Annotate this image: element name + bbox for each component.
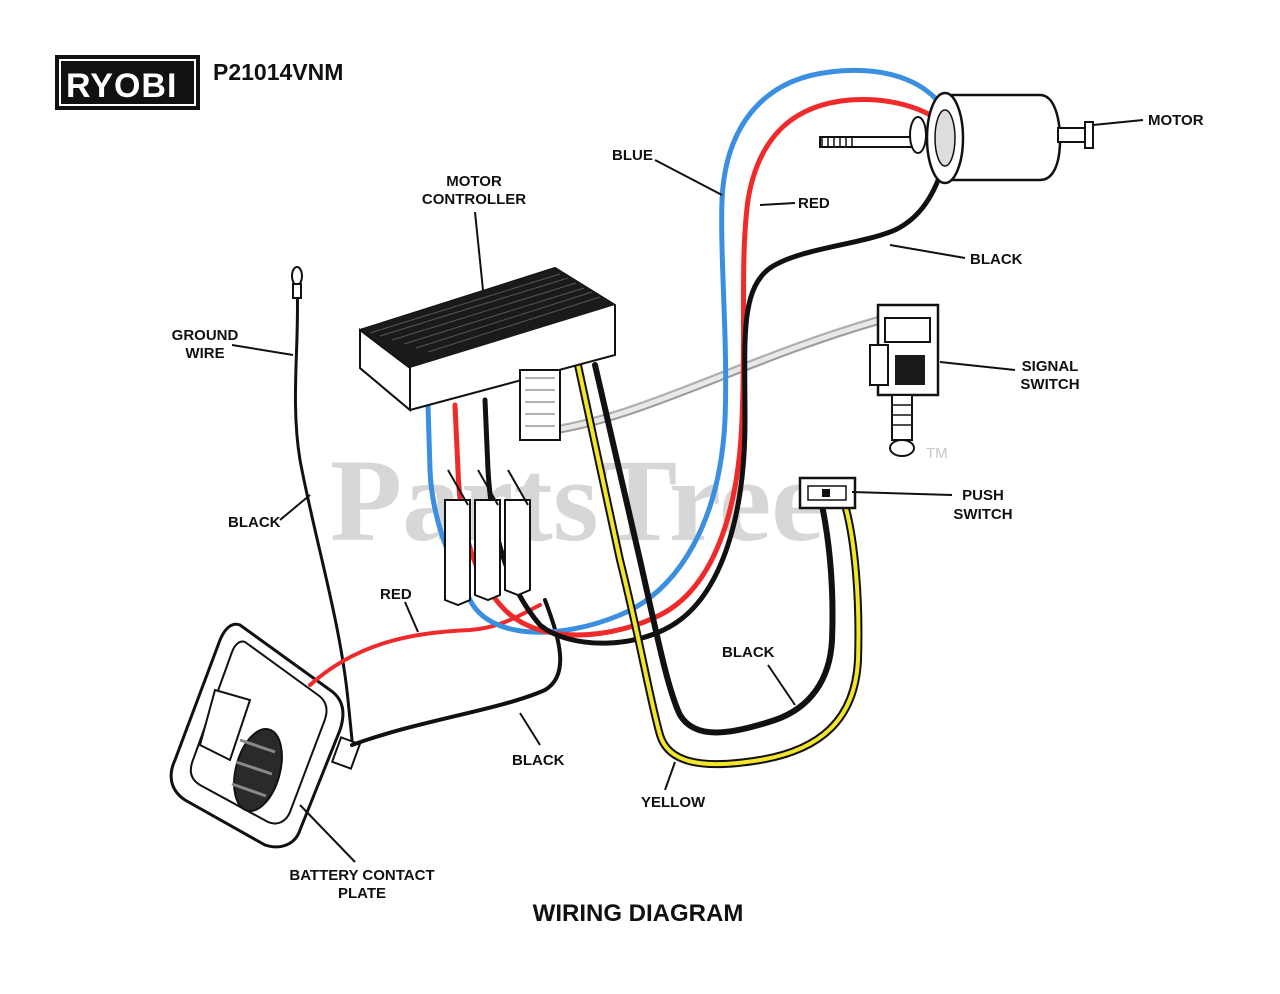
label-ground-wire-1: GROUND: [172, 327, 239, 344]
label-blue: BLUE: [612, 147, 653, 164]
label-black-top: BLACK: [970, 251, 1023, 268]
motor: [819, 91, 1094, 185]
label-black-bottom: BLACK: [512, 752, 565, 769]
logo-text: RYOBI: [66, 67, 177, 105]
label-battery-contact-2: PLATE: [338, 885, 386, 902]
label-motor-controller-2: CONTROLLER: [422, 191, 526, 208]
model-number: P21014VNM: [213, 59, 343, 85]
label-signal-switch-1: SIGNAL: [1022, 358, 1079, 375]
diagram-title: WIRING DIAGRAM: [533, 900, 744, 927]
label-ground-wire-2: WIRE: [185, 345, 224, 362]
black-battery-wire: [350, 598, 563, 747]
label-red-top: RED: [798, 195, 830, 212]
watermark-text: PartsTree: [330, 435, 824, 566]
label-yellow: YELLOW: [641, 794, 706, 811]
gray-ribbon-wire: [535, 315, 885, 437]
red-motor-wire: [452, 97, 948, 638]
label-black-mid: BLACK: [722, 644, 775, 661]
black-push-wire: [592, 362, 836, 736]
black-motor-wire: [482, 157, 948, 646]
label-push-switch-1: PUSH: [962, 487, 1004, 504]
label-red-bottom: RED: [380, 586, 412, 603]
ryobi-logo: RYOBI: [55, 55, 200, 110]
motor-controller: [359, 266, 616, 441]
leader-lines: [231, 119, 1144, 863]
push-switch: [798, 476, 857, 510]
ground-wire: [291, 266, 354, 742]
signal-switch: [869, 303, 940, 457]
connector-terminals: [444, 469, 531, 607]
label-black-left: BLACK: [228, 514, 281, 531]
label-push-switch-2: SWITCH: [953, 506, 1012, 523]
label-motor: MOTOR: [1148, 112, 1204, 129]
battery-contact-plate: [169, 622, 362, 849]
label-signal-switch-2: SWITCH: [1020, 376, 1079, 393]
watermark-tm: TM: [926, 445, 948, 462]
label-motor-controller-1: MOTOR: [446, 173, 502, 190]
label-battery-contact-1: BATTERY CONTACT: [289, 867, 434, 884]
